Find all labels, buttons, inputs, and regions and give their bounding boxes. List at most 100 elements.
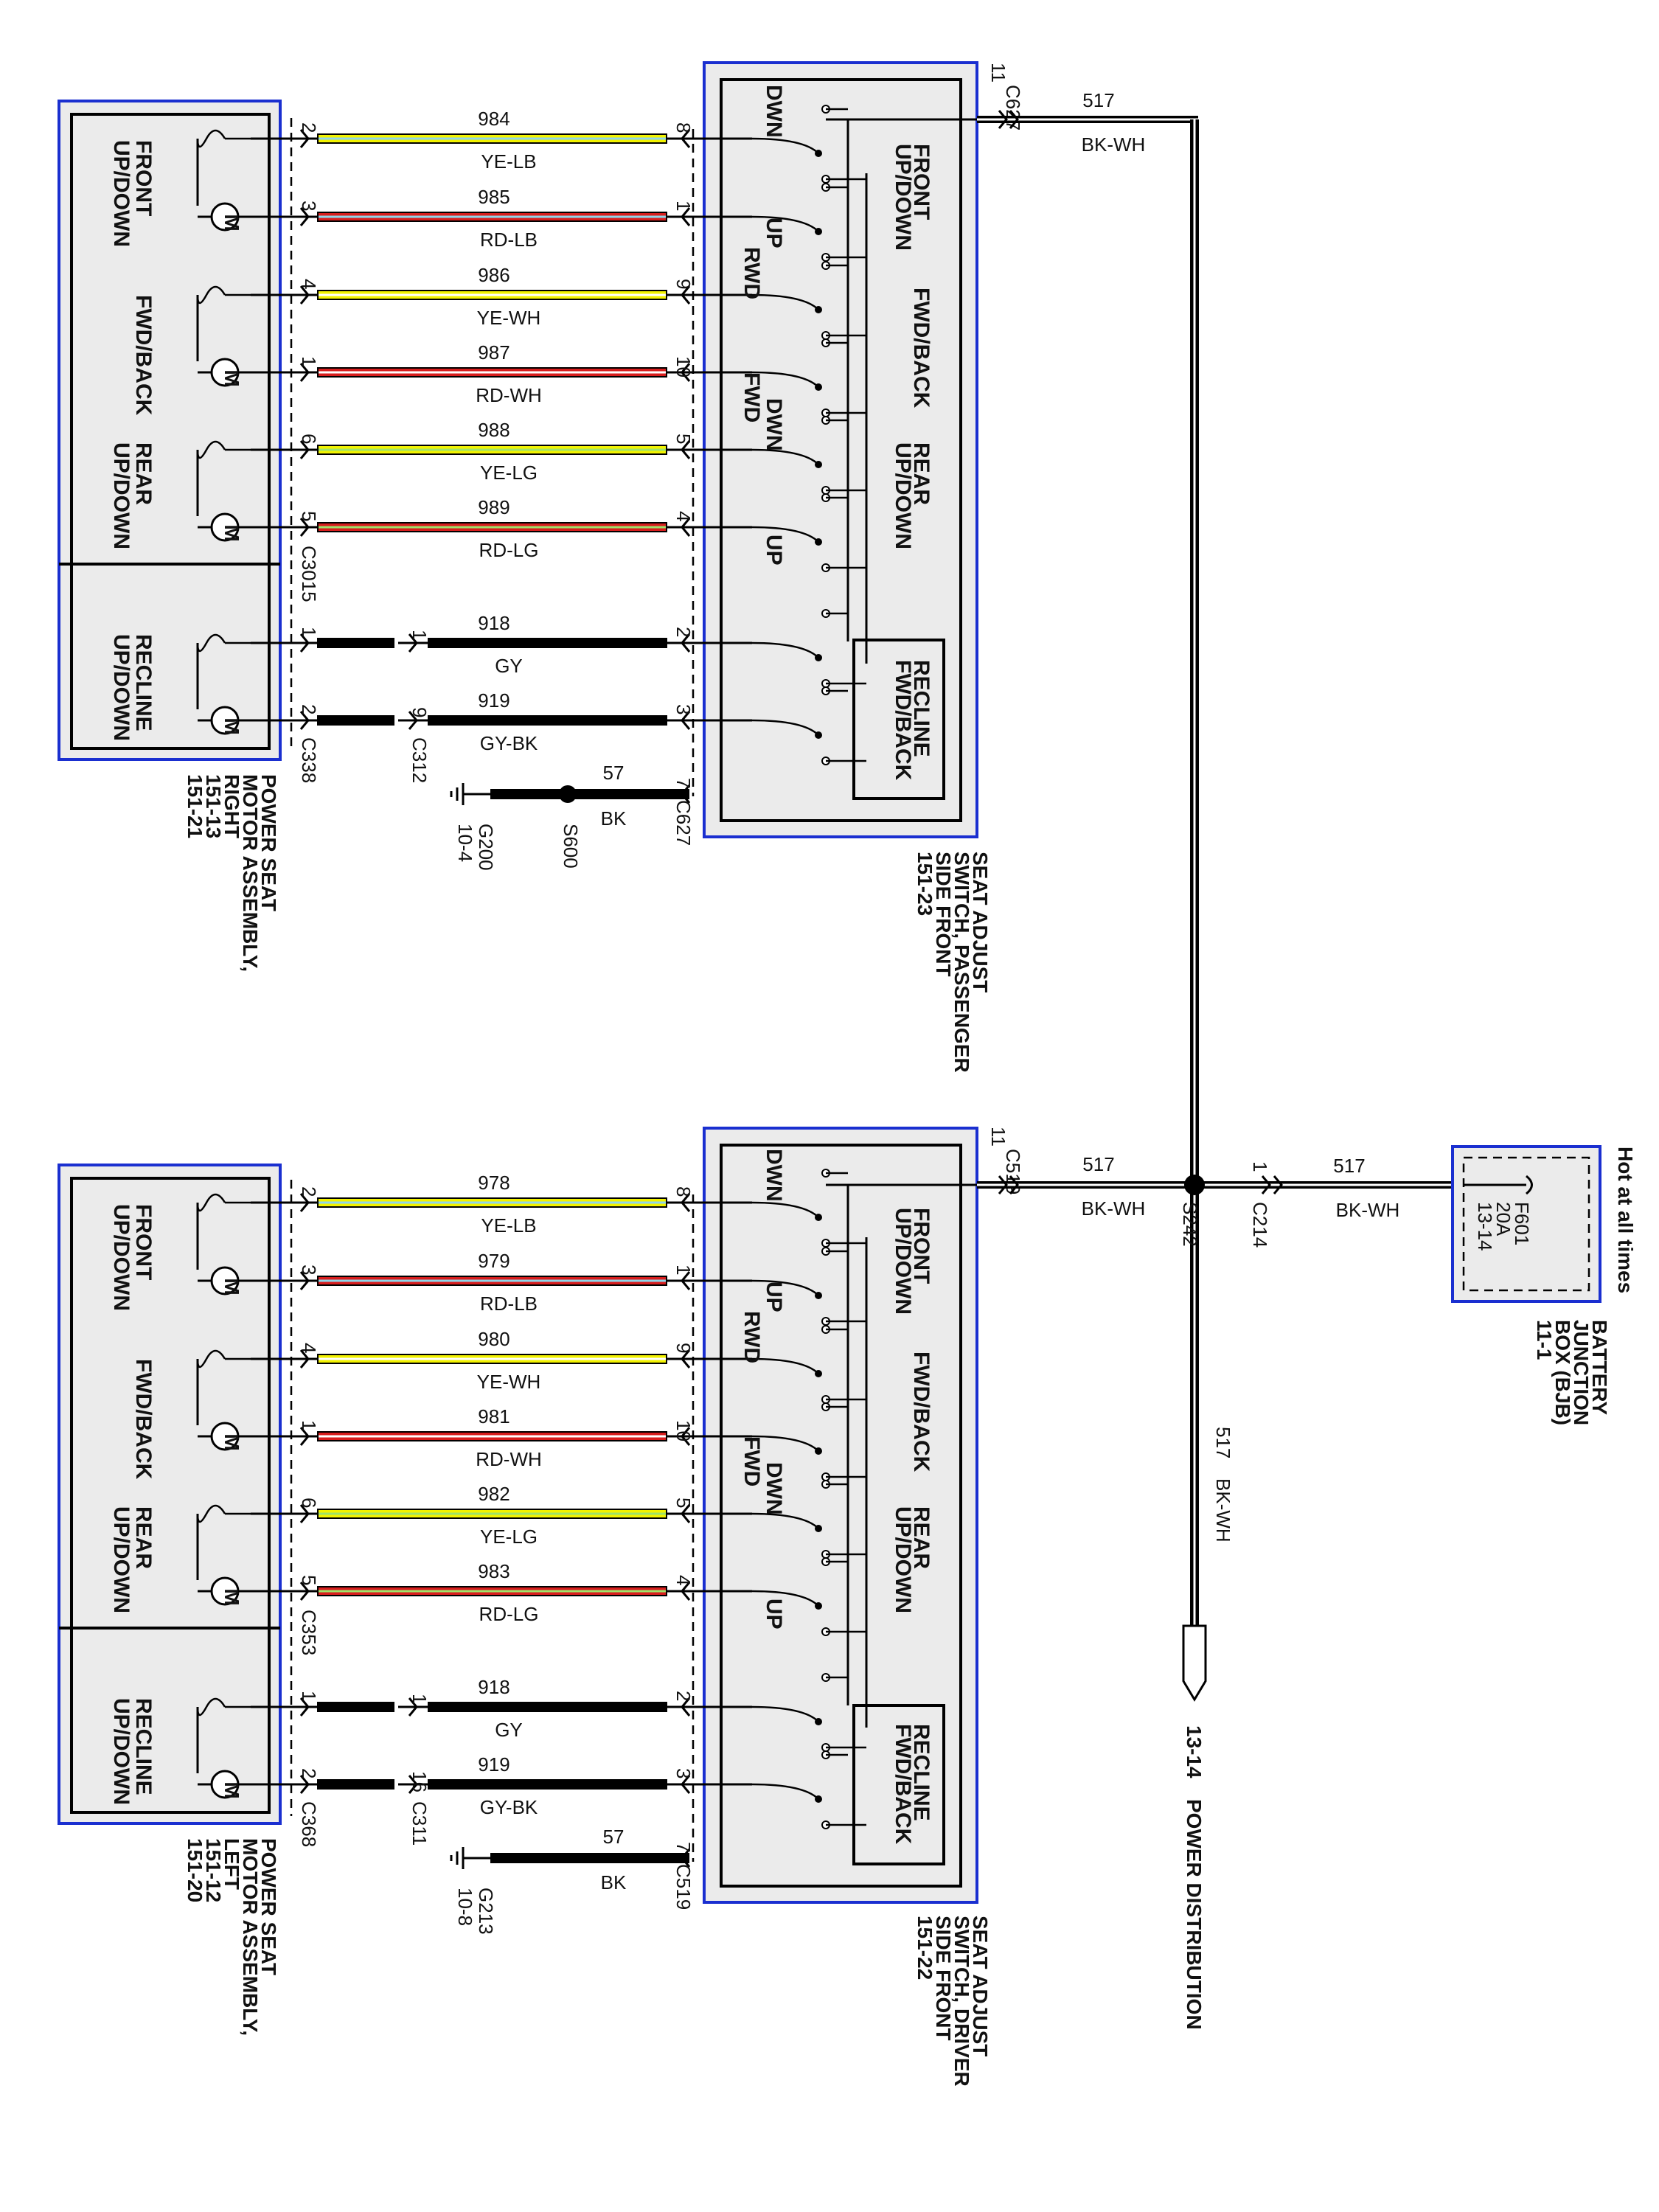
wire-color-label: GY <box>495 655 523 677</box>
switch-pin: 8 <box>672 122 695 133</box>
svg-text:M: M <box>220 214 243 231</box>
mid-pin-label: 16 <box>408 1771 431 1792</box>
switch-position-label: DWN <box>762 1149 786 1202</box>
mid-pin-label: 1 <box>408 630 431 640</box>
ground-wire-color: BK <box>601 807 627 830</box>
bjb-title: 11-1 <box>1533 1320 1556 1360</box>
switch-section-label: FWD/BACK <box>891 660 915 781</box>
component-title: MOTOR ASSEMBLY, <box>239 1838 262 2036</box>
motor-pin: 4 <box>298 279 320 289</box>
ground-upper <box>450 783 689 805</box>
switch-pin: 9 <box>672 279 695 289</box>
switch-pin: 5 <box>672 434 695 444</box>
switch-section-label: FWD/BACK <box>909 288 933 408</box>
svg-text:M: M <box>220 1433 243 1450</box>
bjb-title: JUNCTION <box>1570 1320 1593 1425</box>
component-title: 151-12 <box>202 1838 225 1902</box>
section-label: UP/DOWN <box>109 1698 133 1805</box>
motor-pin: 3 <box>298 201 320 211</box>
wire-color-label: YE-WH <box>477 1371 541 1393</box>
component-title: SIDE FRONT <box>932 1916 955 2041</box>
fuse-label: F601 <box>1511 1202 1533 1245</box>
switch-position-label: UP <box>762 1599 786 1630</box>
section-label: UP/DOWN <box>109 140 133 247</box>
component-title: SIDE FRONT <box>932 852 955 977</box>
switch-section-label: RECLINE <box>909 660 933 757</box>
connector-label: C3015 <box>298 546 320 602</box>
bus-color: BK-WH <box>1336 1199 1400 1221</box>
motor-pin: 1 <box>298 1691 320 1701</box>
switch-pin: 1 <box>672 1265 695 1275</box>
wire-color-label: YE-LG <box>480 1526 538 1548</box>
component-title: SWITCH, DRIVER <box>950 1916 973 2087</box>
section-label: UP/DOWN <box>109 442 133 549</box>
section-label: FWD/BACK <box>131 295 156 416</box>
feed-circuit: 517 <box>1082 1153 1114 1175</box>
component-title: 151-21 <box>184 774 206 838</box>
wire-color-label: GY <box>495 1719 523 1741</box>
splice-label: S600 <box>560 824 582 869</box>
circuit-number: 980 <box>478 1328 509 1350</box>
svg-text:M: M <box>220 524 243 541</box>
fuse-icon <box>1526 1175 1533 1195</box>
offpage-label: POWER DISTRIBUTION <box>1183 1799 1206 2030</box>
connector-label: C214 <box>1249 1202 1271 1248</box>
switch-section-label: FWD/BACK <box>891 1724 915 1845</box>
motor-assembly-box <box>58 100 282 761</box>
section-label: FRONT <box>131 1204 156 1280</box>
circuit-number: 979 <box>478 1250 509 1272</box>
switch-pin: 10 <box>672 356 695 378</box>
circuit-number: 919 <box>478 1753 509 1775</box>
section-label: FWD/BACK <box>131 1359 156 1480</box>
fuse-page: 13-14 <box>1474 1202 1496 1251</box>
switch-position-label: UP <box>762 218 786 248</box>
mid-pin-label: 1 <box>408 1694 431 1704</box>
wire-color-label: RD-LG <box>479 1603 539 1625</box>
switch-pin: 3 <box>672 1768 695 1778</box>
switch-pin: 9 <box>672 1343 695 1353</box>
svg-text:M: M <box>220 369 243 386</box>
ground-page: 10-8 <box>454 1888 476 1926</box>
switch-section-label: FWD/BACK <box>909 1352 933 1472</box>
connector-label: C311 <box>408 1801 431 1846</box>
wire-color-label: GY-BK <box>480 1796 538 1818</box>
switch-pin: 5 <box>672 1498 695 1508</box>
circuit-number: 983 <box>478 1560 509 1582</box>
circuit-number: 988 <box>478 419 509 441</box>
component-title: SEAT ADJUST <box>969 1916 992 2056</box>
component-title: POWER SEAT <box>257 774 280 911</box>
circuit-number: 986 <box>478 264 509 286</box>
circuit-number: 987 <box>478 341 509 364</box>
switch-section-label: FRONT <box>909 1208 933 1284</box>
driver-circuit: MMMMFRONTUP/DOWNFWD/BACKREARUP/DOWNRECLI… <box>58 1127 1145 2087</box>
bjb-title: BOX (BJB) <box>1551 1320 1574 1425</box>
wire-color-label: RD-LB <box>480 229 538 251</box>
circuit-number: 989 <box>478 496 509 518</box>
motor-pin: 6 <box>298 1498 320 1508</box>
offpage-ref: 13-14 <box>1183 1725 1206 1778</box>
circuit-number: 919 <box>478 689 509 712</box>
component-title: RIGHT <box>220 774 243 838</box>
connector-label: C519 <box>672 1864 695 1910</box>
svg-text:M: M <box>220 1278 243 1295</box>
connector-label: C312 <box>408 737 431 783</box>
switch-pin: 3 <box>672 704 695 714</box>
section-label: RECLINE <box>131 634 156 731</box>
bus-color-vertical: BK-WH <box>1212 1478 1234 1543</box>
connector-label: C627 <box>672 800 695 846</box>
switch-section-label: UP/DOWN <box>891 1208 915 1315</box>
switch-section-label: REAR <box>909 1506 933 1569</box>
switch-section-label: RECLINE <box>909 1724 933 1821</box>
component-title: SWITCH, PASSENGER <box>950 852 973 1073</box>
feed-color: BK-WH <box>1082 133 1146 156</box>
switch-position-label: UP <box>762 1281 786 1312</box>
passenger-circuit: MMMMFRONTUP/DOWNFWD/BACKREARUP/DOWNRECLI… <box>58 61 1146 1073</box>
component-title: 151-23 <box>914 852 936 916</box>
motor-pin: 1 <box>298 356 320 366</box>
ground-pin: 7 <box>672 778 695 788</box>
ground-pin: 7 <box>672 1842 695 1852</box>
switch-position-label: FWD <box>740 1436 764 1486</box>
wire-color-label: GY-BK <box>480 732 538 754</box>
switch-pin: 10 <box>672 1420 695 1441</box>
switch-position-label: DWN <box>762 1462 786 1515</box>
